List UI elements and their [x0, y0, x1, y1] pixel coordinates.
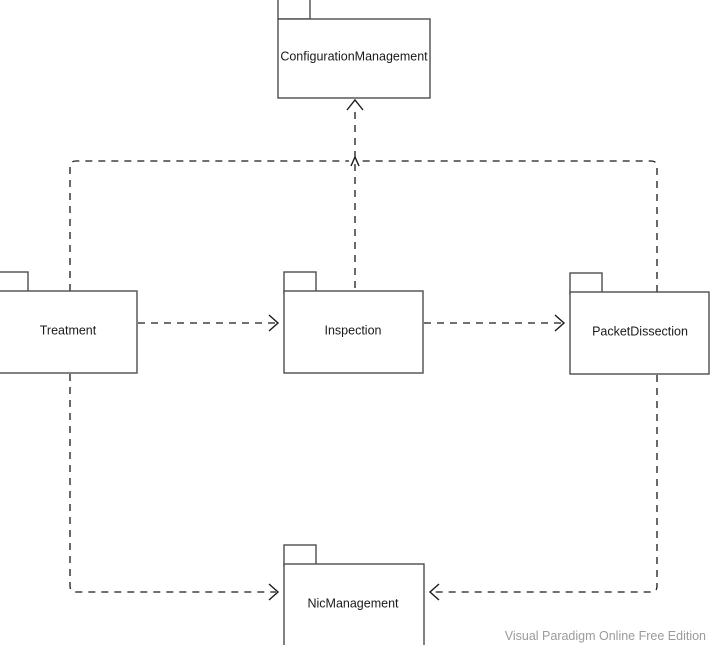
- package-nic-management[interactable]: NicManagement: [283, 544, 425, 645]
- dependency-treatment-to-configuration-management[interactable]: [69, 160, 349, 291]
- package-tab-treatment: [0, 271, 29, 294]
- package-label-nic-management: NicManagement: [307, 596, 399, 610]
- package-body-nic-management: [283, 563, 425, 645]
- dependency-packet-dissection-to-configuration-management[interactable]: [361, 160, 658, 292]
- dependency-arrowheads: [268, 98, 566, 601]
- package-label-treatment: Treatment: [40, 323, 97, 337]
- package-inspection[interactable]: Inspection: [283, 271, 424, 374]
- dependency-edges: [69, 106, 658, 593]
- arrowhead-icon-nic-management-right: [428, 583, 440, 601]
- arrowhead-icon-configuration-management-mid: [350, 155, 360, 167]
- package-label-configuration-management: ConfigurationManagement: [280, 49, 428, 63]
- package-label-inspection: Inspection: [325, 323, 382, 337]
- package-body-treatment: [0, 290, 138, 374]
- package-tab-nic-management: [283, 544, 317, 567]
- package-tab-packet-dissection: [569, 272, 603, 295]
- package-body-inspection: [283, 290, 424, 374]
- package-label-packet-dissection: PacketDissection: [592, 324, 688, 338]
- package-tab-configuration-management: [277, 0, 311, 20]
- dependency-packet-dissection-to-nic-management[interactable]: [432, 375, 658, 593]
- arrowhead-icon-configuration-management: [346, 98, 364, 111]
- watermark-label: Visual Paradigm Online Free Edition: [505, 629, 706, 643]
- package-packet-dissection[interactable]: PacketDissection: [569, 272, 710, 375]
- arrowhead-icon-inspection: [268, 314, 280, 332]
- package-tab-inspection: [283, 271, 317, 294]
- package-treatment[interactable]: Treatment: [0, 271, 138, 374]
- package-configuration-management[interactable]: ConfigurationManagement: [277, 0, 431, 99]
- package-body-packet-dissection: [569, 291, 710, 375]
- arrowhead-icon-nic-management-left: [268, 583, 280, 601]
- package-body-configuration-management: [277, 18, 431, 99]
- arrowhead-icon-packet-dissection: [554, 314, 566, 332]
- dependency-treatment-to-nic-management[interactable]: [69, 374, 276, 593]
